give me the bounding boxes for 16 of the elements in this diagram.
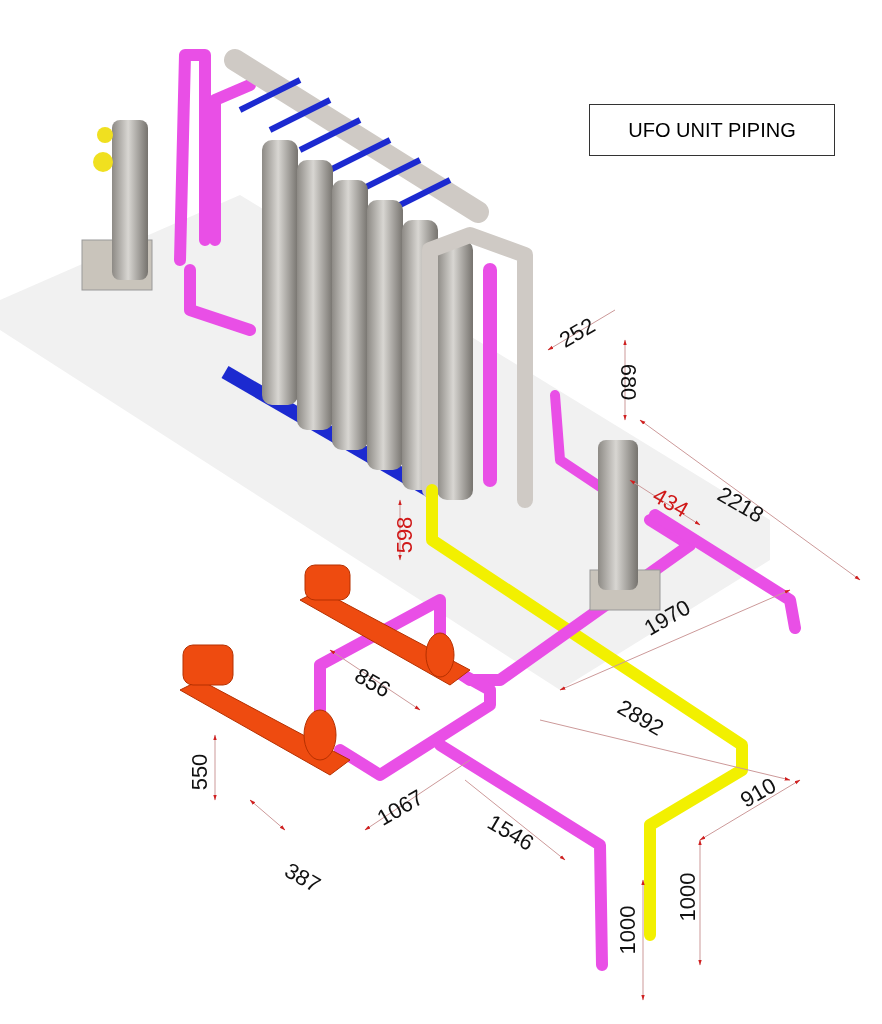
- dimension-label: 1000: [616, 905, 640, 955]
- dimension-label: 1970: [639, 595, 695, 641]
- dimension-label: 434: [647, 483, 692, 523]
- title: UFO UNIT PIPING: [589, 104, 835, 156]
- dimension-label: 598: [392, 516, 417, 554]
- dimension-label: 252: [554, 313, 599, 353]
- dimension-label: 1546: [482, 810, 538, 856]
- dimension-label: 680: [615, 363, 640, 401]
- dimension-label: 1067: [372, 785, 428, 831]
- dimension-label: 2892: [612, 695, 668, 741]
- dimension-label: 910: [735, 773, 780, 813]
- dimension-label: 856: [349, 663, 394, 703]
- dimension-label: 1000: [676, 872, 700, 922]
- dimension-label: 550: [187, 753, 212, 791]
- dimension-label: 2218: [712, 482, 768, 528]
- dimension-label: 387: [279, 858, 324, 898]
